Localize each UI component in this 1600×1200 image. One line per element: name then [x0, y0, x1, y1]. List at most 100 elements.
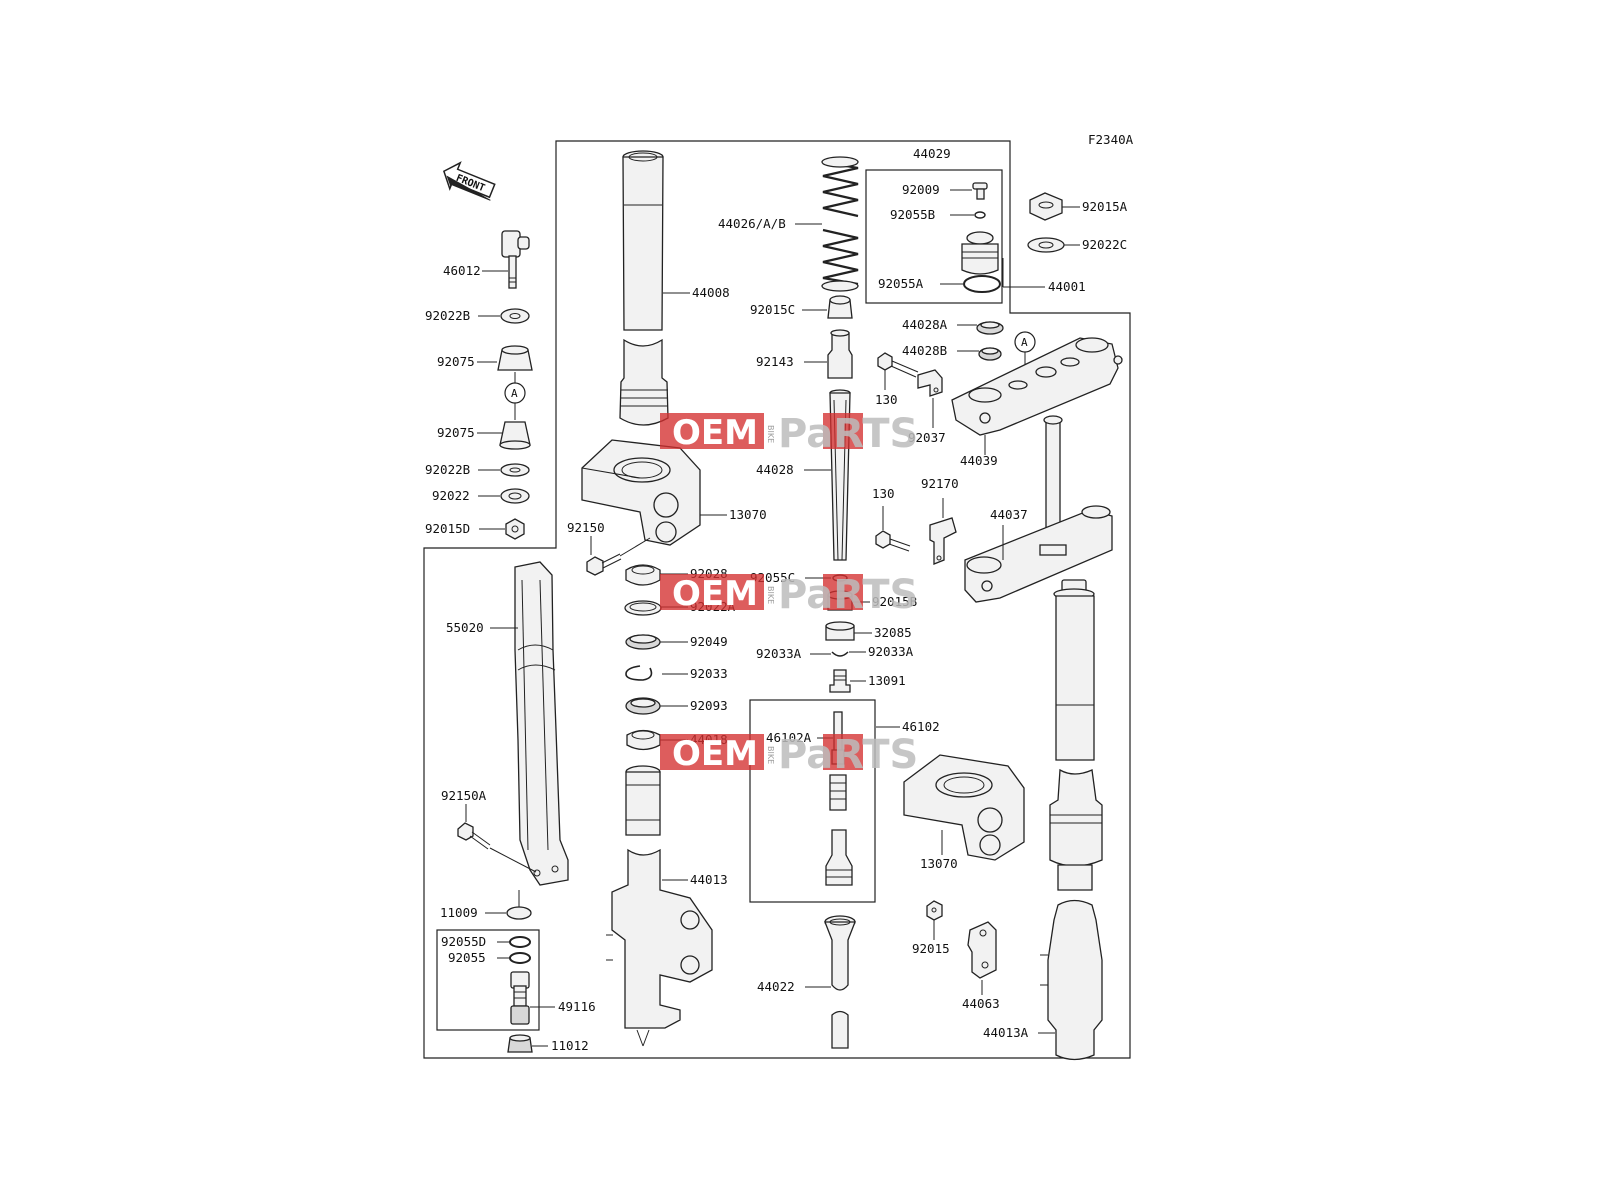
label-92022B-lower: 92022B: [425, 462, 470, 477]
label-92015: 92015: [912, 941, 950, 956]
label-92055B: 92055B: [890, 207, 935, 222]
svg-text:PaRTS: PaRTS: [778, 732, 918, 778]
cap-assembly-box: [865, 169, 1003, 304]
part-92028: [625, 564, 661, 586]
part-44001: [961, 231, 999, 275]
part-46012: [501, 230, 530, 289]
label-92075-lower: 92075: [437, 425, 475, 440]
label-49116: 49116: [558, 999, 596, 1014]
part-92049: [625, 634, 661, 650]
watermark-2: OEM BIKE PaRTS: [660, 572, 918, 618]
part-32085: [825, 621, 855, 641]
watermark-1: OEM BIKE PaRTS: [660, 411, 918, 457]
part-11009: [506, 906, 532, 920]
part-92170: [929, 517, 957, 565]
label-44026: 44026/A/B: [718, 216, 786, 231]
part-92037: [917, 369, 943, 397]
label-92093: 92093: [690, 698, 728, 713]
label-92033: 92033: [690, 666, 728, 681]
label-92037: 92037: [908, 430, 946, 445]
svg-text:PaRTS: PaRTS: [778, 411, 918, 457]
front-arrow: FRONT: [442, 161, 496, 201]
ref-marker-a-left-label: A: [511, 387, 518, 400]
part-92033: [625, 665, 653, 681]
part-92015D: [505, 518, 525, 540]
svg-text:OEM: OEM: [672, 574, 758, 614]
part-44018: [626, 729, 661, 751]
label-92150A: 92150A: [441, 788, 487, 803]
svg-text:BIKE: BIKE: [766, 746, 775, 764]
part-92055: [509, 952, 531, 964]
part-92143: [827, 329, 853, 379]
part-130-upper: [877, 352, 919, 378]
label-92022: 92022: [432, 488, 470, 503]
label-92055: 92055: [448, 950, 486, 965]
part-44028A: [976, 321, 1004, 335]
part-44026: [821, 156, 859, 292]
watermark-3: OEM BIKE PaRTS: [660, 732, 918, 778]
svg-text:BIKE: BIKE: [766, 586, 775, 604]
label-11009: 11009: [440, 905, 478, 920]
part-92015C: [827, 295, 853, 319]
part-92150A: [457, 822, 537, 873]
label-92015D: 92015D: [425, 521, 470, 536]
part-13070-lower: [903, 754, 1025, 861]
part-92033A: [831, 651, 849, 657]
label-130-lower: 130: [872, 486, 895, 501]
svg-text:BIKE: BIKE: [766, 425, 775, 443]
part-44037: [964, 415, 1113, 603]
svg-text:OEM: OEM: [672, 734, 758, 774]
label-92055D: 92055D: [441, 934, 486, 949]
label-44008: 44008: [692, 285, 730, 300]
part-13070-upper: [581, 439, 701, 546]
diagram-frame: [423, 140, 1131, 1059]
label-55020: 55020: [446, 620, 484, 635]
label-44028B: 44028B: [902, 343, 947, 358]
part-92055B: [974, 211, 986, 219]
part-92015: [926, 900, 943, 921]
part-44013A: [1040, 579, 1103, 1061]
label-13070-upper: 13070: [729, 507, 767, 522]
label-92033A-left: 92033A: [756, 646, 802, 661]
rod-assembly-box: [749, 699, 876, 903]
part-44028B: [978, 347, 1002, 361]
label-92033A-right: 92033A: [868, 644, 914, 659]
label-92170: 92170: [921, 476, 959, 491]
label-44013: 44013: [690, 872, 728, 887]
part-130-lower: [875, 530, 911, 552]
part-13091: [829, 669, 851, 693]
label-92015C: 92015C: [750, 302, 795, 317]
part-44063: [967, 921, 997, 979]
label-44013A: 44013A: [983, 1025, 1029, 1040]
part-92055A: [963, 275, 1001, 293]
label-92022C: 92022C: [1082, 237, 1127, 252]
part-44039: [951, 337, 1123, 436]
part-92150: [586, 537, 651, 576]
label-44063: 44063: [962, 996, 1000, 1011]
label-92009: 92009: [902, 182, 940, 197]
label-92015B: 92015B: [872, 594, 917, 609]
label-13091: 13091: [868, 673, 906, 688]
label-130-upper: 130: [875, 392, 898, 407]
label-44039: 44039: [960, 453, 998, 468]
label-44001: 44001: [1048, 279, 1086, 294]
ref-marker-a-right-label: A: [1021, 336, 1028, 349]
adjuster-box: [436, 929, 540, 1031]
part-92022B: [500, 308, 530, 324]
label-44037: 44037: [990, 507, 1028, 522]
label-46012: 46012: [443, 263, 481, 278]
part-92022C: [1027, 237, 1065, 253]
part-55020: [514, 561, 569, 886]
label-44028A: 44028A: [902, 317, 948, 332]
label-92150: 92150: [567, 520, 605, 535]
label-11012: 11012: [551, 1038, 589, 1053]
part-49116: [510, 971, 530, 1025]
label-92075-upper: 92075: [437, 354, 475, 369]
label-92022B-upper: 92022B: [425, 308, 470, 323]
svg-text:OEM: OEM: [672, 413, 758, 453]
part-92022B-lower: [500, 463, 530, 477]
label-44029: 44029: [913, 146, 951, 161]
part-44022: [824, 915, 856, 1049]
figure-code: F2340A: [1088, 132, 1134, 147]
